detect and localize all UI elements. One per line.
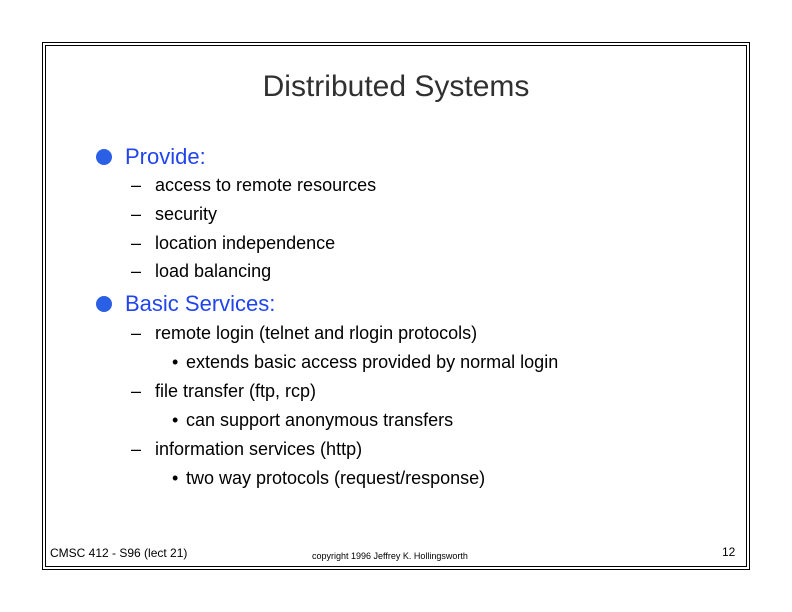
- list-item-text: file transfer (ftp, rcp): [155, 381, 317, 401]
- dash-marker: –: [131, 204, 142, 224]
- blue-bullet-icon: [96, 149, 112, 165]
- sub-list-item-text: can support anonymous transfers: [186, 410, 454, 430]
- dash-marker: –: [131, 323, 142, 343]
- dot-marker: •: [172, 468, 179, 488]
- slide-title: Distributed Systems: [262, 70, 530, 103]
- dash-marker: –: [131, 261, 142, 281]
- dash-marker: –: [131, 233, 142, 253]
- list-item-text: access to remote resources: [155, 175, 377, 195]
- page-number: 12: [722, 545, 736, 559]
- dash-marker: –: [131, 381, 142, 401]
- slide-outer-border: [42, 42, 750, 570]
- list-item-text: remote login (telnet and rlogin protocol…: [155, 323, 478, 343]
- section-heading: Provide:: [125, 144, 206, 169]
- footer-course: CMSC 412 - S96 (lect 21): [50, 546, 188, 560]
- dash-marker: –: [131, 439, 142, 459]
- blue-bullet-icon: [96, 296, 112, 312]
- list-item-text: information services (http): [155, 439, 363, 459]
- list-item-text: load balancing: [155, 261, 272, 281]
- dash-marker: –: [131, 175, 142, 195]
- dot-marker: •: [172, 352, 179, 372]
- list-item-text: location independence: [155, 233, 336, 253]
- slide-inner-border: [45, 45, 747, 567]
- dot-marker: •: [172, 410, 179, 430]
- list-item-text: security: [155, 204, 218, 224]
- sub-list-item-text: extends basic access provided by normal …: [186, 352, 559, 372]
- sub-list-item-text: two way protocols (request/response): [186, 468, 486, 488]
- section-heading: Basic Services:: [125, 291, 276, 316]
- footer-copyright: copyright 1996 Jeffrey K. Hollingsworth: [312, 551, 468, 561]
